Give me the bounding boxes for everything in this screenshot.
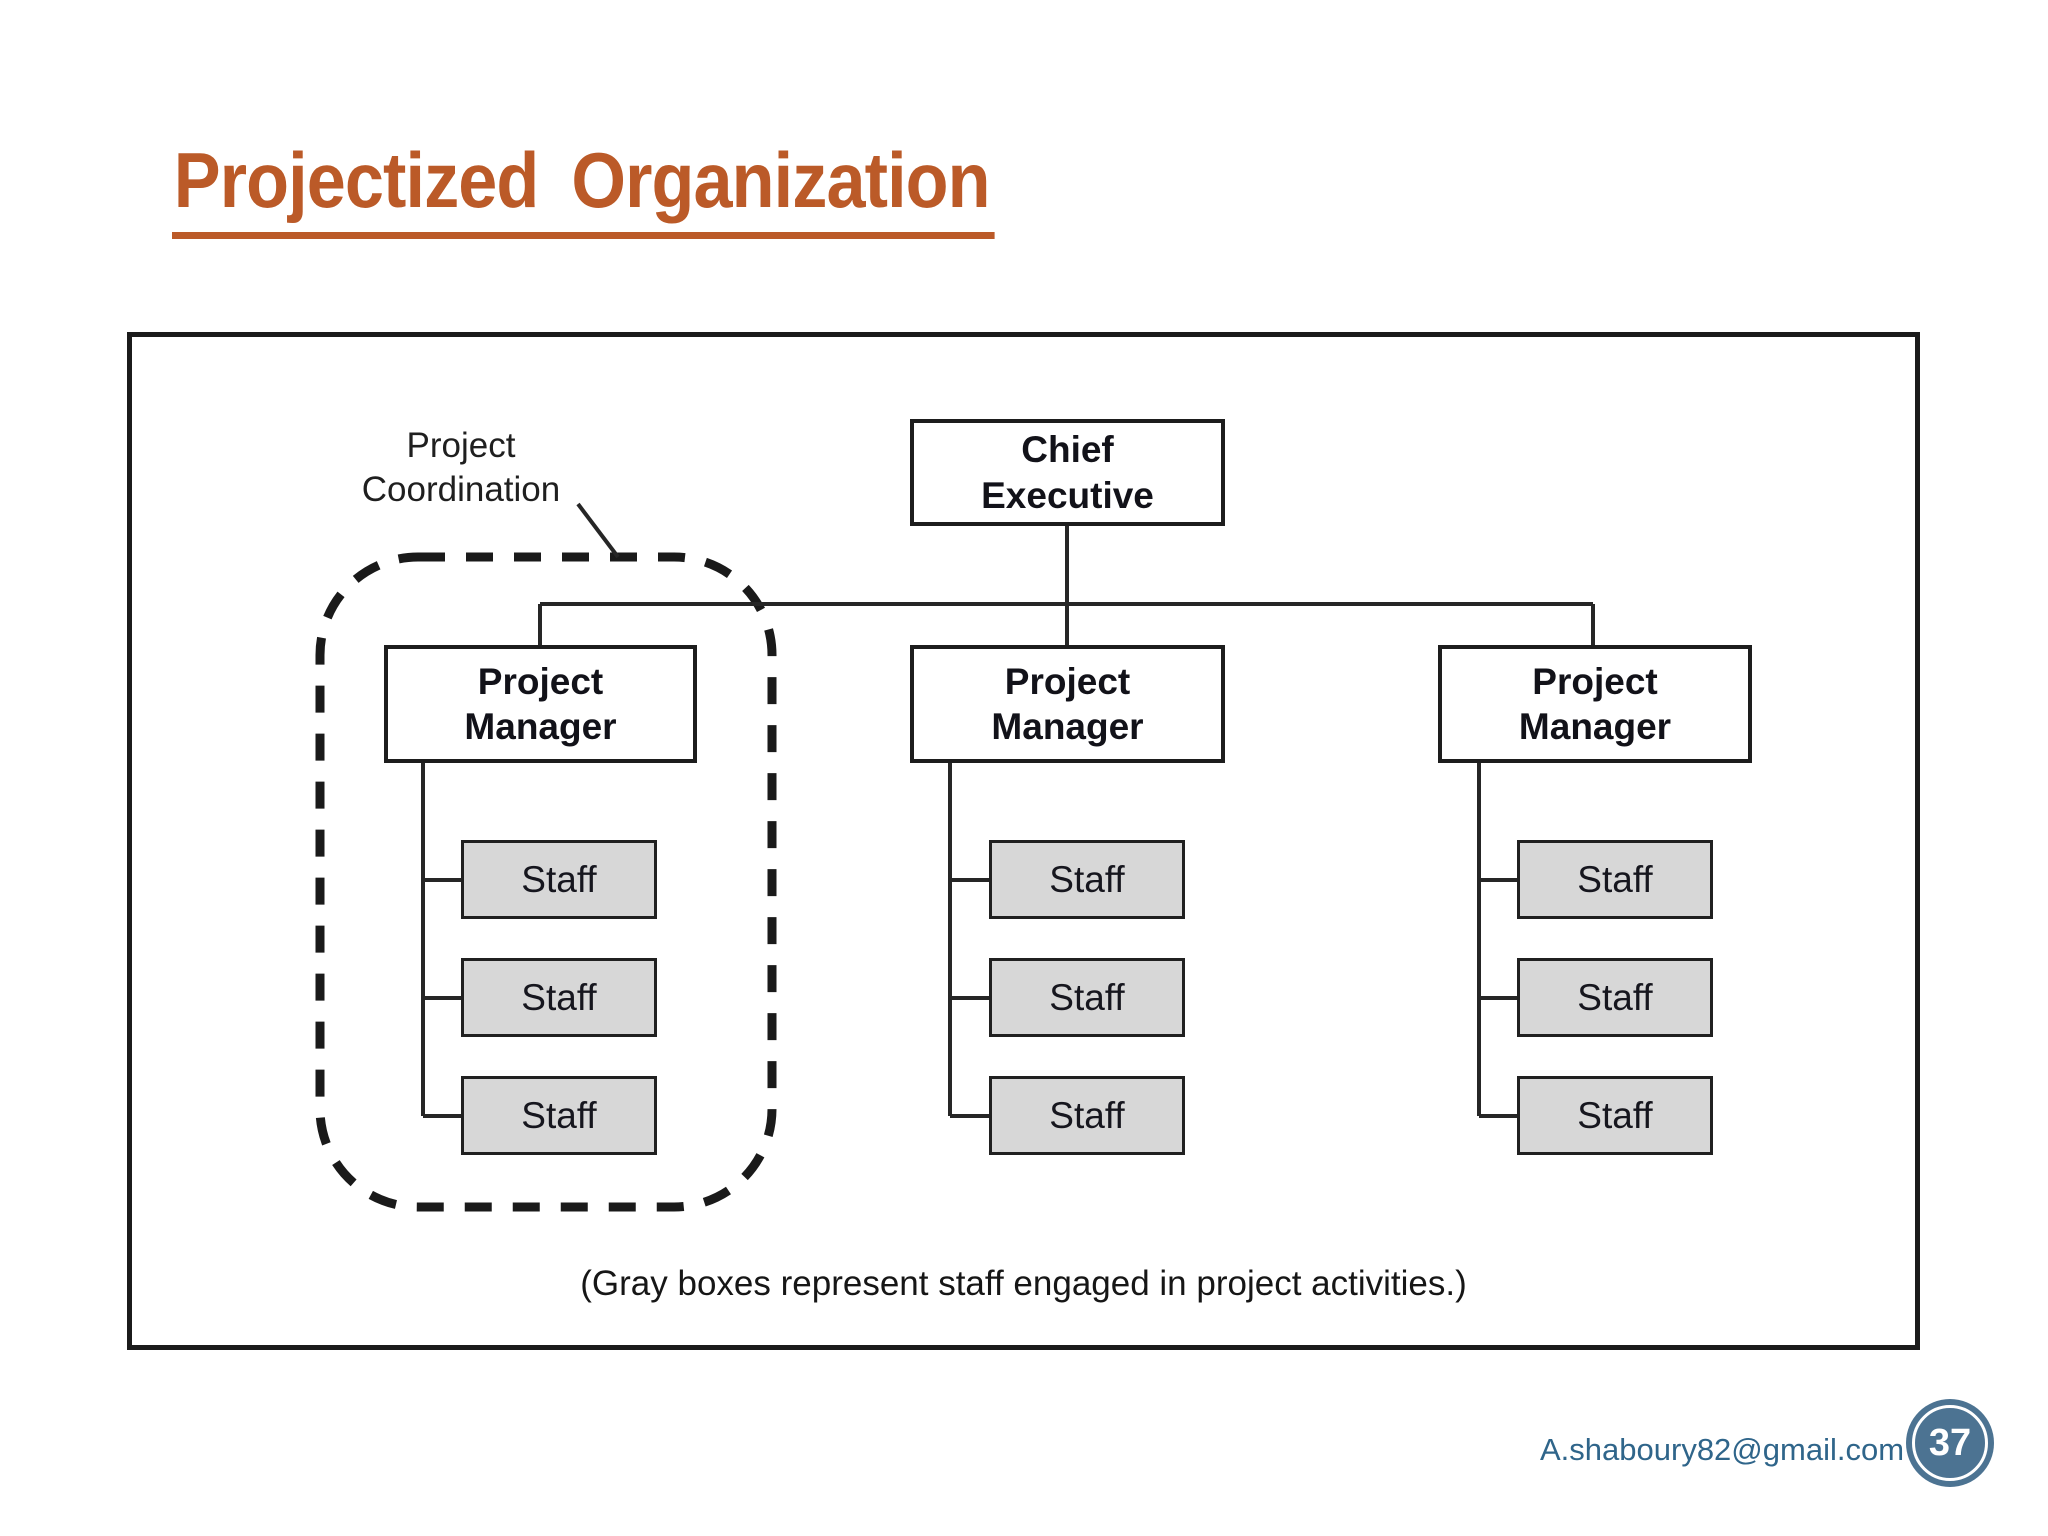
chief-executive-box: Chief Executive [910,419,1225,526]
page-title: Projectized Organization [172,139,996,239]
staff-box-3-1: Staff [1517,840,1713,919]
project-manager-box-2: Project Manager [910,645,1225,763]
staff-box-1-1: Staff [461,840,657,919]
staff-box-3-2: Staff [1517,958,1713,1037]
staff-box-1-2: Staff [461,958,657,1037]
page-number: 37 [1928,1421,1972,1464]
diagram-frame [127,332,1920,1350]
footer-email: A.shaboury82@gmail.com [1540,1432,1905,1467]
project-manager-box-3: Project Manager [1438,645,1752,763]
staff-box-2-1: Staff [989,840,1185,919]
staff-box-2-3: Staff [989,1076,1185,1155]
badge-ring [1912,1405,1988,1481]
diagram-caption: (Gray boxes represent staff engaged in p… [580,1264,1467,1303]
coordination-label: Project Coordination [361,426,561,510]
staff-box-3-3: Staff [1517,1076,1713,1155]
staff-box-1-3: Staff [461,1076,657,1155]
staff-box-2-2: Staff [989,958,1185,1037]
project-manager-box-1: Project Manager [384,645,697,763]
page-number-badge: 37 [1906,1399,1994,1487]
